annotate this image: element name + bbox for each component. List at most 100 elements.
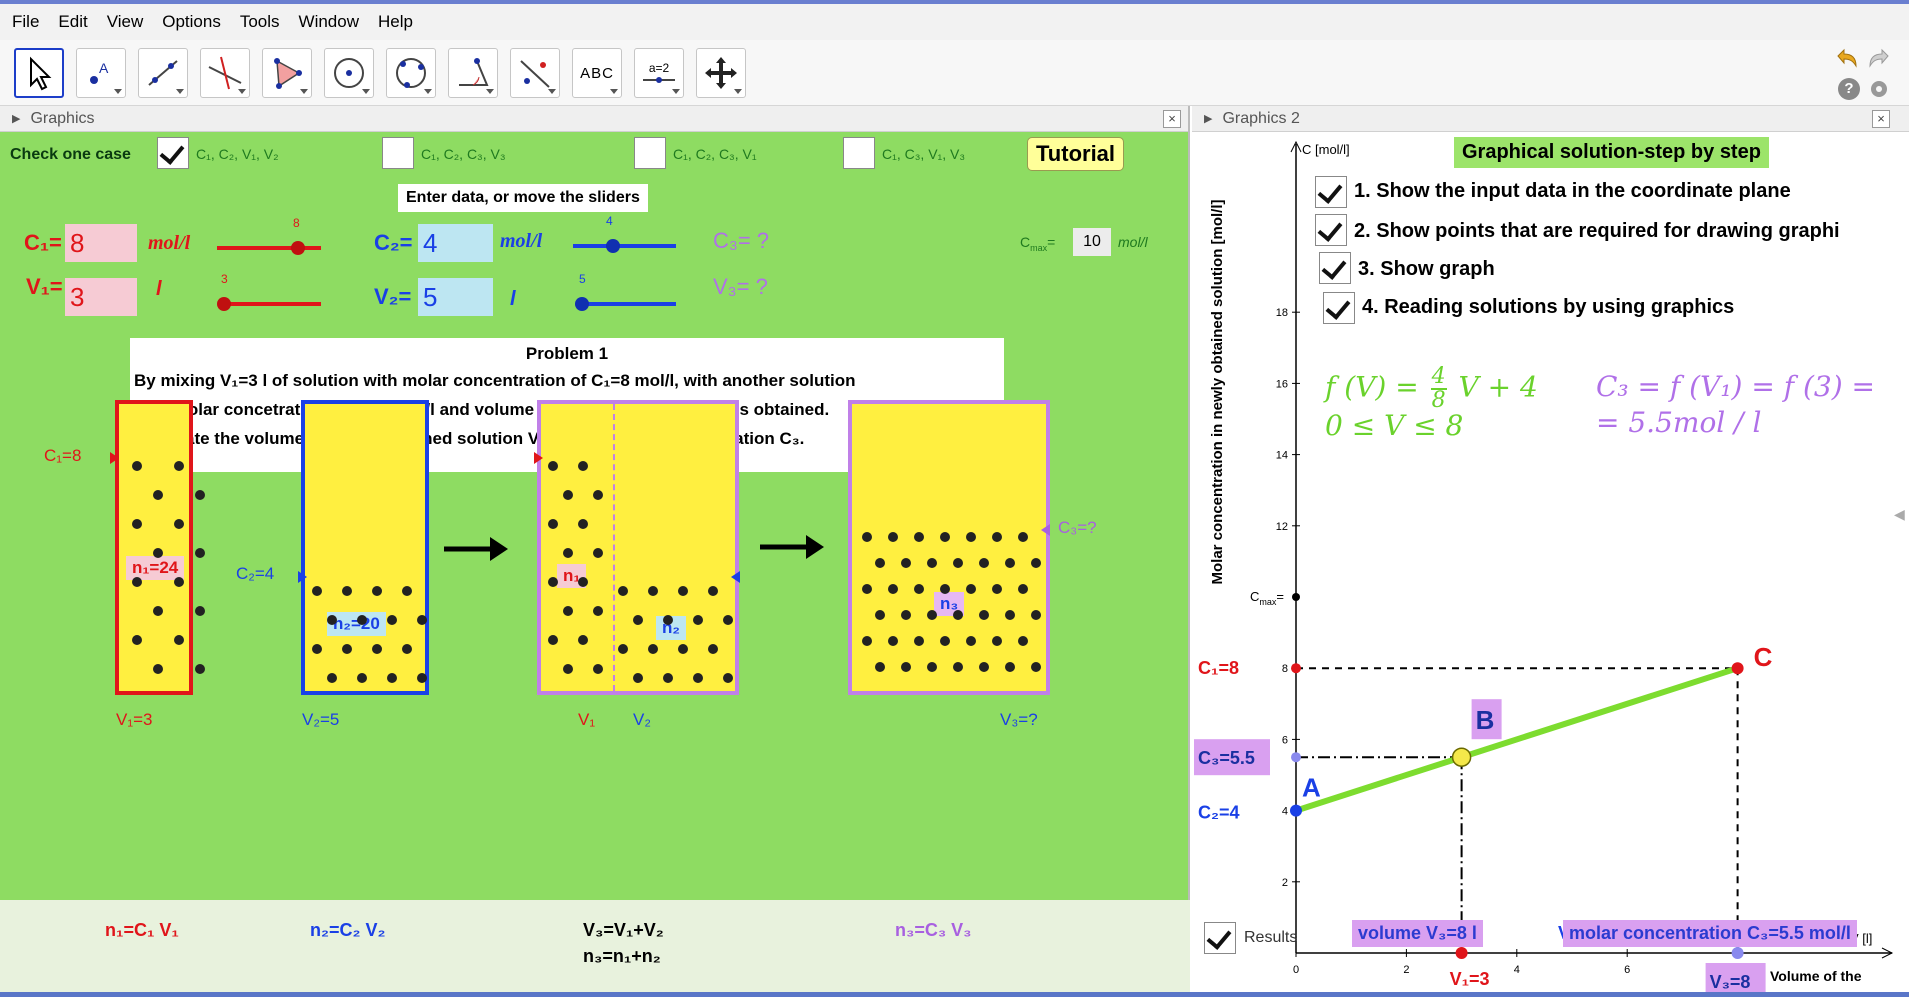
beaker-2-particle (372, 586, 382, 596)
step-3-label: 3. Show graph (1358, 258, 1495, 280)
point-c (1731, 662, 1744, 675)
cmax-label: Cmax= (1020, 234, 1056, 253)
check-case-label: Check one case (10, 146, 131, 163)
y-tick-label: 6 (1282, 734, 1288, 746)
beaker-3-particle (548, 577, 558, 587)
menu-help[interactable]: Help (378, 12, 413, 31)
reflect-tool-button[interactable] (510, 48, 560, 98)
c2-slider[interactable] (573, 244, 676, 248)
point-tool-button[interactable]: A (76, 48, 126, 98)
graphics-view-1[interactable]: ▶ Graphics × Check one case C₁, C₂, V₁, … (0, 106, 1190, 900)
v2-slider-knob[interactable] (575, 297, 589, 311)
y-tick-label: 14 (1276, 450, 1288, 462)
menu-window[interactable]: Window (298, 12, 359, 31)
case-1-checkbox[interactable] (157, 137, 189, 169)
help-icon[interactable]: ? (1838, 78, 1860, 100)
circle-tool-button[interactable] (324, 48, 374, 98)
beaker-2-particle (387, 673, 397, 683)
c3-axis-label-bg (1194, 739, 1270, 776)
beaker-3-particle (593, 548, 603, 558)
gear-icon (1871, 81, 1887, 97)
menu-view[interactable]: View (106, 12, 144, 31)
beaker-2-particle (327, 673, 337, 683)
line-tool-button[interactable] (138, 48, 188, 98)
case-2-checkbox[interactable] (382, 137, 414, 169)
collapse-triangle-icon[interactable]: ▶ (1204, 113, 1213, 125)
beaker-4-particle (927, 662, 937, 672)
tutorial-button[interactable]: Tutorial (1027, 137, 1125, 171)
menu-tools[interactable]: Tools (239, 12, 280, 31)
beaker-4-particle (979, 610, 989, 620)
c2-unit: mol/l (500, 230, 543, 252)
beaker-3-particle (578, 577, 588, 587)
step-2-checkbox[interactable] (1315, 214, 1347, 246)
step-2-label: 2. Show points that are required for dra… (1354, 220, 1840, 242)
v2-input[interactable]: 5 (418, 278, 493, 316)
beaker-1-particle (195, 606, 205, 616)
beaker-1-volume: V₁=3 (116, 710, 153, 729)
menu-file[interactable]: File (12, 12, 40, 31)
v1-input[interactable]: 3 (65, 278, 137, 316)
beaker-3-particle (693, 615, 703, 625)
window-top-border (0, 0, 1909, 4)
cmax-input[interactable]: 10 (1073, 228, 1111, 256)
c1-axis-label: C₁=8 (1198, 658, 1239, 678)
menu-options[interactable]: Options (162, 12, 221, 31)
beaker-2-particle (402, 586, 412, 596)
function-graph-line (1295, 665, 1739, 814)
move-view-tool-button[interactable] (696, 48, 746, 98)
coordinate-plane[interactable]: C [mol/l]V [l]Molar concentration in new… (1192, 132, 1909, 997)
menu-edit[interactable]: Edit (58, 12, 88, 31)
beaker-3-level-marker-1 (534, 452, 543, 464)
close-view-2-button[interactable]: × (1872, 110, 1890, 128)
beaker-4-particle (953, 558, 963, 568)
step-4-checkbox[interactable] (1323, 292, 1355, 324)
v1-slider[interactable] (224, 302, 321, 306)
y-tick-label: 16 (1276, 378, 1288, 390)
step-1-label: 1. Show the input data in the coordinate… (1354, 180, 1791, 202)
beaker-1-particle (132, 635, 142, 645)
beaker-2-particle (342, 586, 352, 596)
move-tool-button[interactable] (14, 48, 64, 98)
step-3-checkbox[interactable] (1319, 252, 1351, 284)
v1-slider-value: 3 (221, 272, 228, 286)
y-axis-title: Molar concentration in newly obtained so… (1209, 199, 1226, 584)
beaker-4-volume: V₃=? (1000, 710, 1038, 729)
v1-slider-knob[interactable] (217, 297, 231, 311)
case-4-checkbox[interactable] (843, 137, 875, 169)
beaker-4-particle (992, 584, 1002, 594)
angle-tool-button[interactable] (448, 48, 498, 98)
c1-slider-knob[interactable] (291, 241, 305, 255)
perpendicular-tool-button[interactable] (200, 48, 250, 98)
beaker-4-particle (1018, 532, 1028, 542)
c1-input[interactable]: 8 (65, 224, 137, 262)
beaker-4-particle (966, 584, 976, 594)
collapse-triangle-icon[interactable]: ▶ (12, 113, 21, 125)
beaker-3-particle (563, 548, 573, 558)
conic-tool-button[interactable] (386, 48, 436, 98)
beaker-2-particle (357, 673, 367, 683)
beaker-4-particle (1005, 610, 1015, 620)
x-axis-arrow (1881, 947, 1894, 959)
results-checkbox[interactable] (1204, 922, 1236, 954)
perpendicular-line-icon (208, 56, 242, 90)
slider-tool-button[interactable]: a=2 (634, 48, 684, 98)
close-view-1-button[interactable]: × (1163, 110, 1181, 128)
c1-slider[interactable] (217, 246, 321, 250)
results-label: Results (1244, 929, 1298, 946)
v2-slider[interactable] (582, 302, 676, 306)
redo-button[interactable] (1866, 46, 1892, 72)
text-tool-button[interactable]: ABC (572, 48, 622, 98)
case-3-checkbox[interactable] (634, 137, 666, 169)
c2-slider-knob[interactable] (606, 239, 620, 253)
v1-label: V₁= (26, 274, 63, 299)
side-panel-toggle-icon[interactable]: ◀ (1894, 506, 1905, 522)
c2-input[interactable]: 4 (418, 224, 493, 262)
beaker-3-particle (548, 635, 558, 645)
undo-button[interactable] (1834, 46, 1860, 72)
settings-button[interactable] (1868, 78, 1890, 100)
polygon-tool-button[interactable] (262, 48, 312, 98)
graphics-view-2[interactable]: ▶ Graphics 2 × C [mol/l]V [l]Molar conce… (1192, 106, 1909, 997)
equation-n2: n₂=C₂ V₂ (310, 920, 386, 940)
step-1-checkbox[interactable] (1315, 176, 1347, 208)
